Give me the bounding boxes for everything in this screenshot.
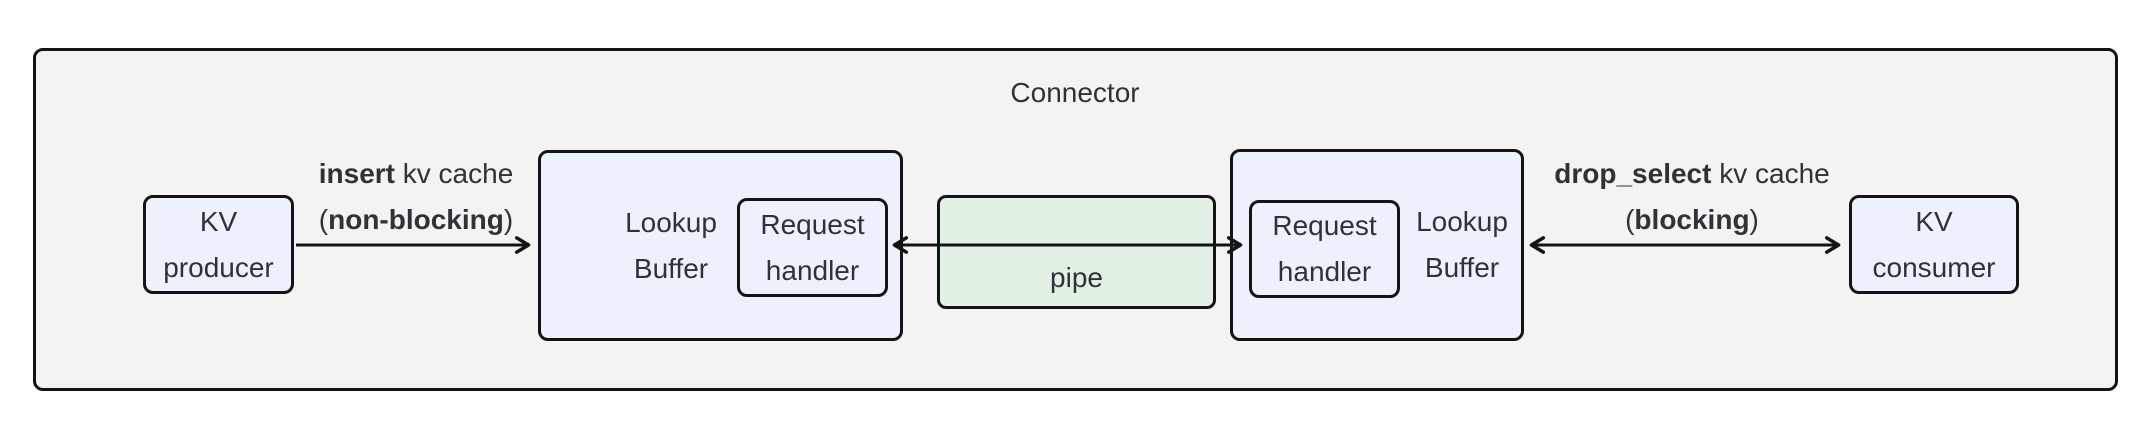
insert-paren-close: )	[503, 204, 514, 235]
kv-producer-node: KV producer	[143, 195, 294, 294]
kv-producer-label-line2: producer	[163, 251, 274, 283]
kv-consumer-node: KV consumer	[1849, 195, 2019, 294]
request-handler-left-label-line2: handler	[765, 254, 860, 286]
pipe-label: pipe	[1050, 262, 1103, 293]
lookup-buffer-left-node: Lookup Buffer Request handler	[538, 150, 903, 341]
drop-select-paren-close: )	[1749, 204, 1759, 235]
insert-edge-label: insert kv cache (non-blocking)	[319, 151, 514, 243]
lookup-buffer-right-label-line1: Lookup	[1416, 206, 1508, 237]
request-handler-right-label-line2: handler	[1277, 256, 1372, 287]
insert-paren-open: (	[318, 204, 329, 235]
lookup-buffer-left-label: Lookup Buffer	[625, 200, 717, 292]
connector-title: Connector	[1010, 77, 1140, 108]
lookup-buffer-right-label-line2: Buffer	[1424, 252, 1500, 283]
insert-object: kv cache	[394, 158, 514, 189]
drop-select-edge-label-line1: drop_select kv cache	[1554, 151, 1829, 197]
lookup-buffer-right-label: Lookup Buffer	[1416, 199, 1508, 291]
request-handler-right-node: Request handler	[1249, 200, 1400, 298]
lookup-buffer-left-label-line1: Lookup	[625, 206, 717, 238]
insert-mode: non-blocking	[328, 204, 504, 235]
pipe-node: pipe	[937, 195, 1216, 309]
insert-edge-label-line2: (non-blocking)	[319, 197, 514, 243]
drop-select-object: kv cache	[1711, 158, 1830, 189]
drop-select-paren-open: (	[1625, 204, 1635, 235]
request-handler-left-node: Request handler	[737, 198, 888, 297]
kv-producer-label-line1: KV	[199, 205, 238, 237]
drop-select-edge-label-line2: (blocking)	[1554, 197, 1829, 243]
drop-select-mode: blocking	[1634, 204, 1750, 235]
lookup-buffer-left-label-line2: Buffer	[633, 252, 709, 284]
request-handler-right-label-line1: Request	[1272, 210, 1377, 241]
insert-edge-label-line1: insert kv cache	[319, 151, 514, 197]
request-handler-left-label-line1: Request	[760, 208, 865, 240]
drop-select-verb: drop_select	[1554, 158, 1712, 189]
insert-verb: insert	[318, 158, 395, 189]
lookup-buffer-right-node: Request handler Lookup Buffer	[1230, 149, 1524, 341]
kv-consumer-label-line1: KV	[1915, 205, 1953, 237]
drop-select-edge-label: drop_select kv cache (blocking)	[1554, 151, 1829, 243]
kv-consumer-label-line2: consumer	[1872, 251, 1996, 283]
